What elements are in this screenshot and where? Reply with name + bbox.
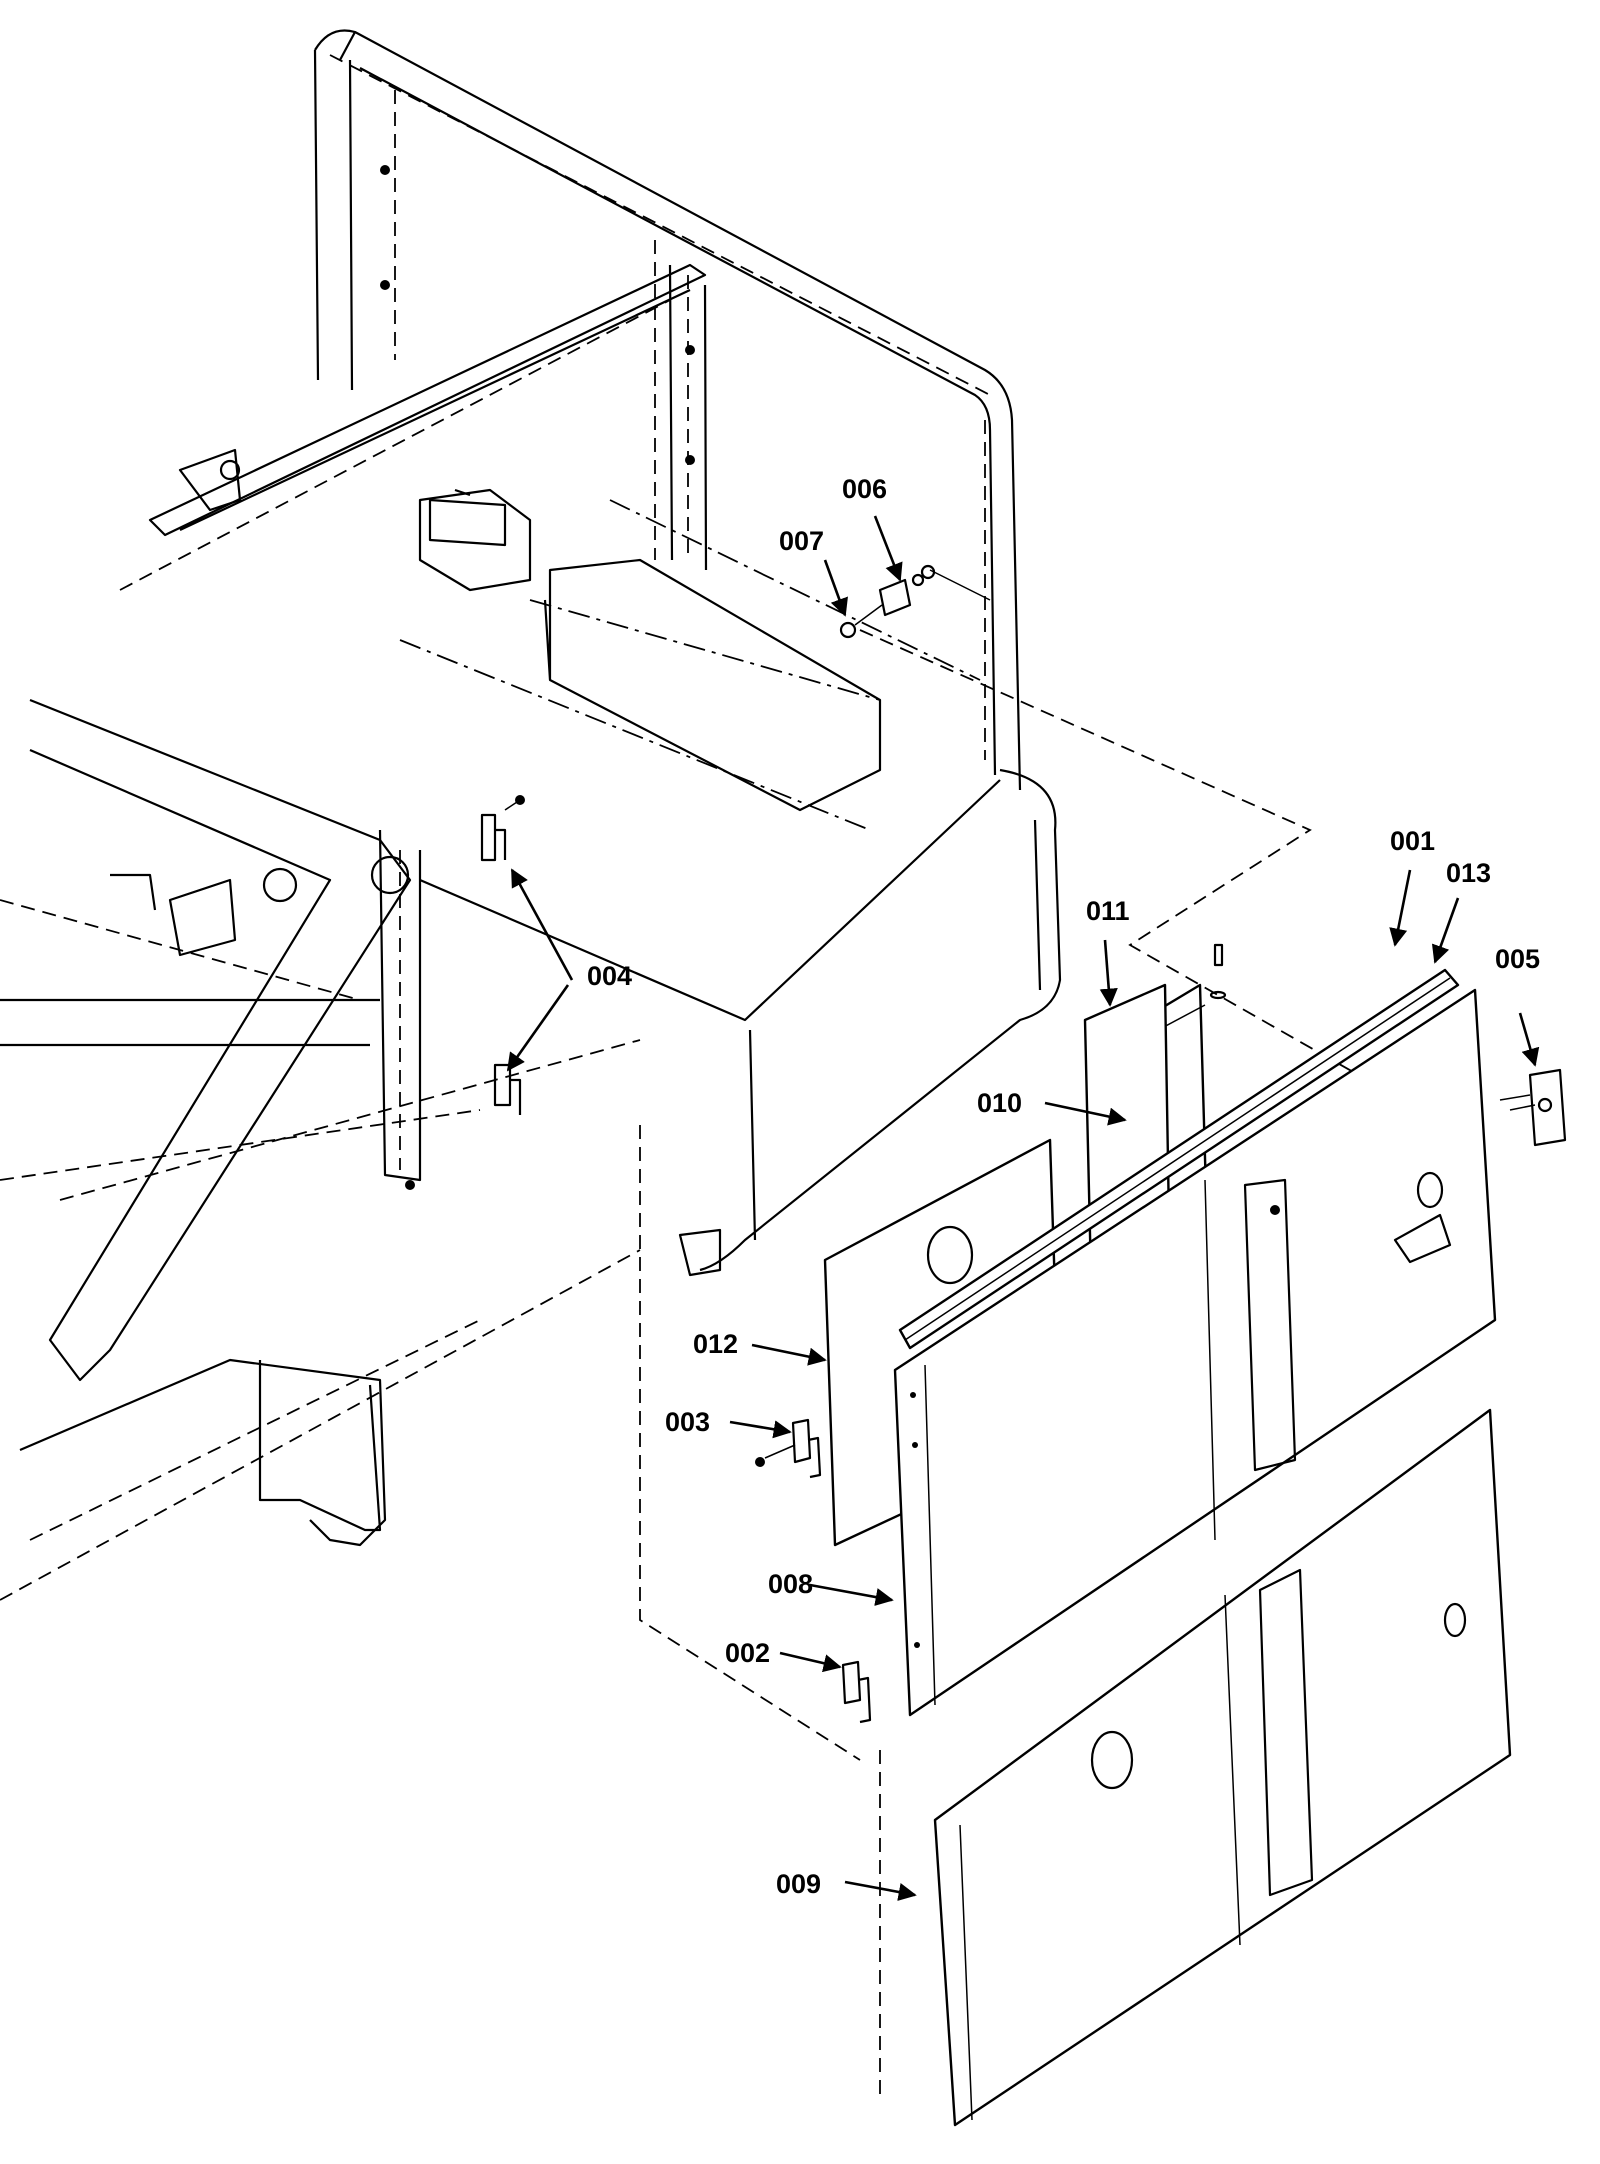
arrow-002: [779, 1651, 842, 1673]
label-008: 008: [768, 1569, 813, 1599]
arrow-006: [873, 515, 903, 582]
label-006: 006: [842, 474, 887, 504]
arrow-004a: [510, 868, 574, 981]
label-010: 010: [977, 1088, 1022, 1118]
label-007: 007: [779, 526, 824, 556]
hinge-003: [755, 1418, 822, 1479]
arrow-011: [1099, 939, 1118, 1007]
arrow-013: [1431, 897, 1460, 964]
lower-door-panel-009: [879, 1408, 1512, 2127]
fastener-stack: [1209, 943, 1227, 1000]
label-011: 011: [1086, 896, 1130, 926]
label-003: 003: [665, 1407, 710, 1437]
latch-005: [1499, 1068, 1567, 1147]
hinge-002: [841, 1660, 872, 1724]
label-009: 009: [776, 1869, 821, 1899]
arrow-004b: [506, 984, 570, 1072]
label-005: 005: [1495, 944, 1540, 974]
label-012: 012: [693, 1329, 738, 1359]
arrow-009: [844, 1880, 917, 1901]
arrow-003: [729, 1420, 792, 1439]
label-001: 001: [1390, 826, 1435, 856]
machine-frame: [0, 29, 1421, 1761]
label-002: 002: [725, 1638, 770, 1668]
arrow-007: [823, 559, 848, 617]
arrow-012: [751, 1343, 827, 1366]
callout-arrows: [506, 515, 1540, 1901]
label-004: 004: [587, 961, 632, 991]
top-rail-013: [898, 968, 1460, 1350]
upper-door-panel-008: [893, 988, 1497, 1717]
arrow-001: [1389, 869, 1412, 947]
arrow-005: [1518, 1012, 1540, 1067]
label-013: 013: [1446, 858, 1491, 888]
arrow-010: [1044, 1101, 1127, 1126]
part-labels: 001 013 005 011 010 012 003 008 002 009 …: [587, 474, 1540, 1899]
arrow-008: [809, 1583, 894, 1607]
